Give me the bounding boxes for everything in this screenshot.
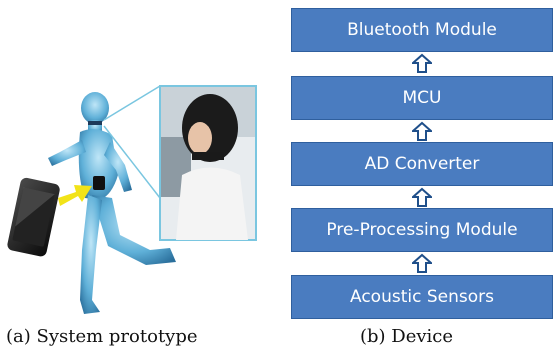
block-label: MCU	[402, 88, 442, 108]
panel-a-illustration	[0, 0, 270, 325]
yellow-arrow-icon	[58, 185, 92, 206]
smartphone-icon	[7, 177, 60, 257]
system-prototype-illustration	[7, 85, 257, 314]
block-label: Acoustic Sensors	[350, 287, 494, 307]
caption-system-prototype: (a) System prototype	[6, 326, 198, 347]
up-arrow-icon	[412, 253, 432, 273]
ad-converter-block: AD Converter	[291, 142, 553, 186]
block-label: Bluetooth Module	[347, 20, 497, 40]
bluetooth-module-block: Bluetooth Module	[291, 8, 553, 52]
pocket-device-icon	[93, 176, 105, 190]
pre-processing-module-block: Pre-Processing Module	[291, 208, 553, 252]
mcu-block: MCU	[291, 76, 553, 120]
acoustic-sensors-block: Acoustic Sensors	[291, 275, 553, 319]
runner-figure-icon	[48, 92, 176, 314]
neck-band-icon	[88, 121, 102, 125]
block-label: Pre-Processing Module	[326, 220, 518, 240]
caption-device: (b) Device	[360, 326, 454, 347]
up-arrow-icon	[412, 53, 432, 73]
up-arrow-icon	[412, 187, 432, 207]
up-arrow-icon	[412, 121, 432, 141]
wearer-photo-icon	[159, 85, 257, 241]
block-label: AD Converter	[364, 154, 480, 174]
connector-line	[103, 85, 161, 121]
connector-line	[103, 125, 161, 199]
